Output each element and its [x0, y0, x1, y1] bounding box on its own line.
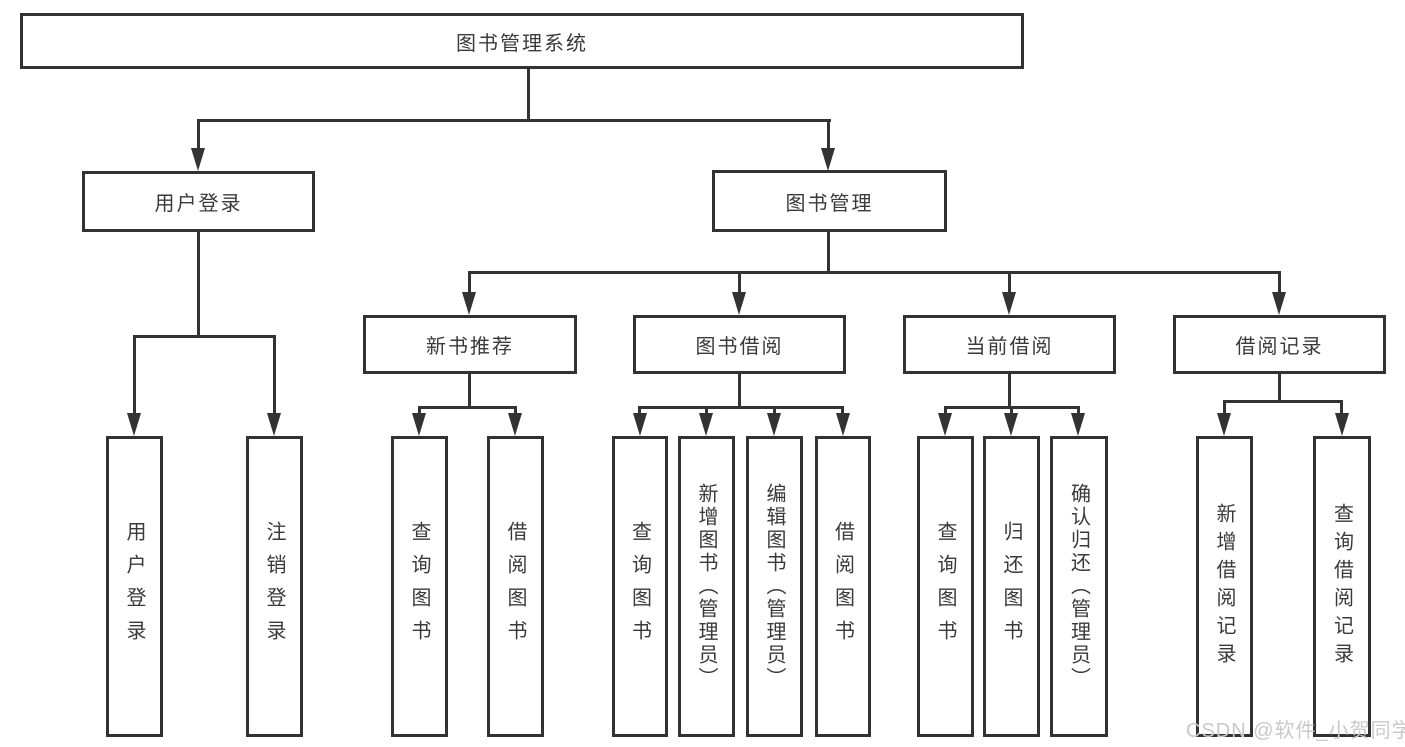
arrow-down-icon — [938, 413, 952, 436]
arrow-down-icon — [767, 413, 781, 436]
connector-line — [944, 406, 947, 415]
arrow-down-icon — [412, 413, 426, 436]
connector-line — [1010, 406, 1013, 415]
connector-line — [827, 232, 830, 273]
connector-line — [197, 119, 831, 122]
arrow-down-icon — [462, 292, 476, 315]
node-book-management: 图书管理 — [712, 170, 947, 232]
leaf-borrow-books: 借阅图书 — [815, 436, 871, 737]
connector-line — [1278, 373, 1281, 403]
connector-line — [1340, 400, 1343, 415]
leaf-query-books-borrow: 查询图书 — [612, 436, 668, 737]
connector-line — [827, 119, 830, 151]
leaf-query-books-recommend: 查询图书 — [391, 436, 448, 737]
connector-line — [527, 68, 530, 121]
arrow-down-icon — [1272, 292, 1286, 315]
arrow-down-icon — [1004, 413, 1018, 436]
node-book-borrow: 图书借阅 — [633, 315, 846, 374]
connector-line — [1008, 271, 1011, 294]
leaf-return-book: 归还图书 — [983, 436, 1040, 737]
arrow-down-icon — [1217, 413, 1231, 436]
connector-line — [468, 271, 471, 294]
leaf-add-borrow-record: 新增借阅记录 — [1196, 436, 1253, 737]
arrow-down-icon — [821, 148, 835, 171]
leaf-confirm-return-admin: 确认归还（管理员） — [1050, 436, 1108, 737]
connector-line — [773, 406, 776, 415]
leaf-user-login: 用户登录 — [106, 436, 163, 737]
leaf-logout: 注销登录 — [246, 436, 303, 737]
node-current-borrow: 当前借阅 — [903, 315, 1116, 374]
connector-line — [1223, 400, 1343, 403]
connector-line — [638, 406, 844, 409]
connector-line — [1223, 400, 1226, 415]
connector-line — [468, 271, 1281, 274]
arrow-down-icon — [1071, 413, 1085, 436]
connector-line — [197, 119, 200, 151]
arrow-down-icon — [732, 292, 746, 315]
csdn-watermark: CSDN @软件_小贺同学 — [1186, 720, 1405, 742]
arrow-down-icon — [1002, 292, 1016, 315]
arrow-down-icon — [633, 413, 647, 436]
node-user-login: 用户登录 — [82, 171, 315, 232]
connector-line — [738, 373, 741, 408]
connector-line — [273, 335, 276, 415]
connector-line — [1077, 406, 1080, 415]
leaf-query-borrow-record: 查询借阅记录 — [1313, 436, 1371, 737]
leaf-edit-book-admin: 编辑图书（管理员） — [746, 436, 803, 737]
connector-line — [197, 232, 200, 338]
arrow-down-icon — [508, 413, 522, 436]
leaf-borrow-books-recommend: 借阅图书 — [487, 436, 544, 737]
connector-line — [133, 335, 276, 338]
connector-line — [841, 406, 844, 415]
connector-line — [705, 406, 708, 415]
arrow-down-icon — [127, 413, 141, 436]
leaf-query-books-current: 查询图书 — [917, 436, 974, 737]
connector-line — [133, 335, 136, 415]
connector-line — [468, 373, 471, 408]
node-root: 图书管理系统 — [20, 13, 1024, 69]
arrow-down-icon — [267, 413, 281, 436]
node-borrow-records: 借阅记录 — [1173, 315, 1386, 374]
arrow-down-icon — [1335, 413, 1349, 436]
arrow-down-icon — [699, 413, 713, 436]
connector-line — [638, 406, 641, 415]
arrow-down-icon — [836, 413, 850, 436]
connector-line — [1278, 271, 1281, 294]
leaf-add-book-admin: 新增图书（管理员） — [678, 436, 735, 737]
connector-line — [514, 406, 517, 415]
arrow-down-icon — [191, 148, 205, 171]
connector-line — [738, 271, 741, 294]
connector-line — [1008, 373, 1011, 408]
connector-line — [418, 406, 421, 415]
connector-line — [418, 406, 517, 409]
node-new-book-recommend: 新书推荐 — [363, 315, 577, 374]
